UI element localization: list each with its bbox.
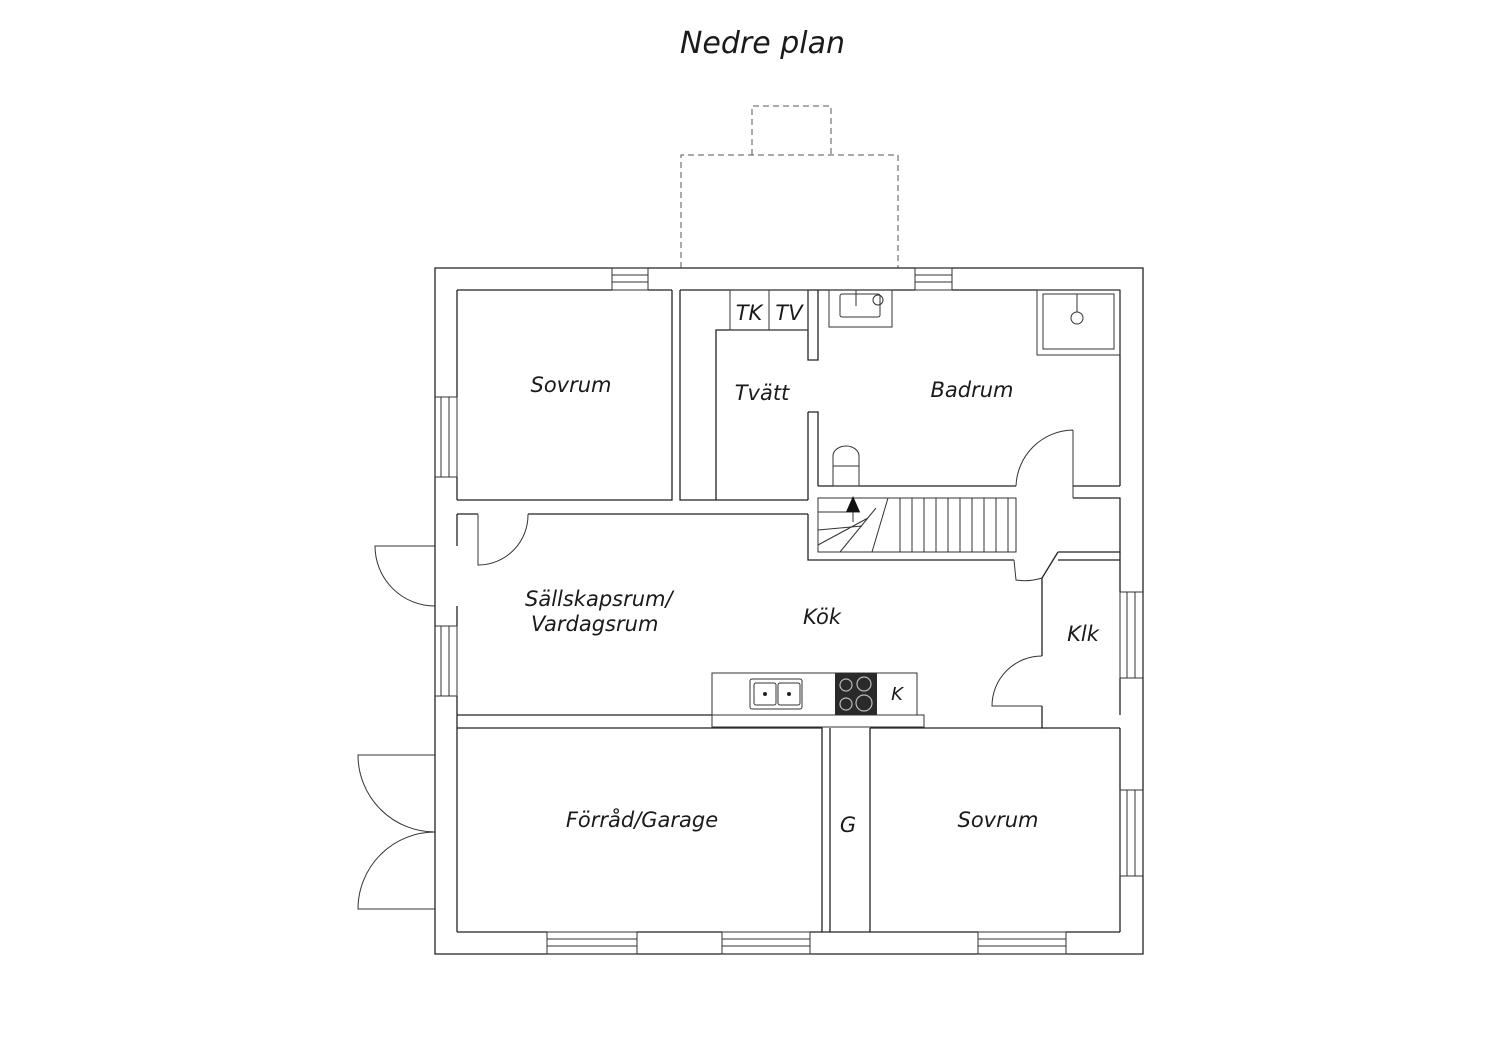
room-label-sovrum-2: Sovrum (957, 808, 1038, 832)
room-label-badrum: Badrum (930, 378, 1013, 402)
interior-walls (456, 290, 1121, 932)
room-label-sovrum: Sovrum (530, 373, 611, 397)
doors (357, 429, 1074, 910)
dashed-outline (680, 105, 899, 268)
room-label-sallskapsrum: Sällskapsrum/ (525, 587, 675, 611)
room-label-forrad-garage: Förråd/Garage (566, 807, 718, 832)
windows (434, 267, 1144, 955)
room-label-tk: TK (736, 301, 765, 325)
stairs (817, 496, 1017, 553)
room-labels: Sovrum TK TV Tvätt Badrum Sällskapsrum/ … (525, 301, 1100, 837)
plan-title: Nedre plan (679, 26, 846, 61)
bathroom-fixtures (729, 289, 1121, 487)
room-label-vardagsrum: Vardagsrum (531, 612, 658, 636)
room-label-g: G (840, 813, 856, 837)
room-label-k: K (891, 684, 904, 705)
room-label-tv: TV (775, 301, 804, 325)
room-label-klk: Klk (1067, 622, 1100, 646)
arrow-up-icon (846, 496, 860, 512)
stove-icon (835, 673, 877, 715)
room-label-tvatt: Tvätt (735, 381, 790, 405)
kitchen-counter (711, 672, 925, 728)
exterior-walls (434, 267, 1144, 955)
room-label-kok: Kök (803, 605, 842, 629)
